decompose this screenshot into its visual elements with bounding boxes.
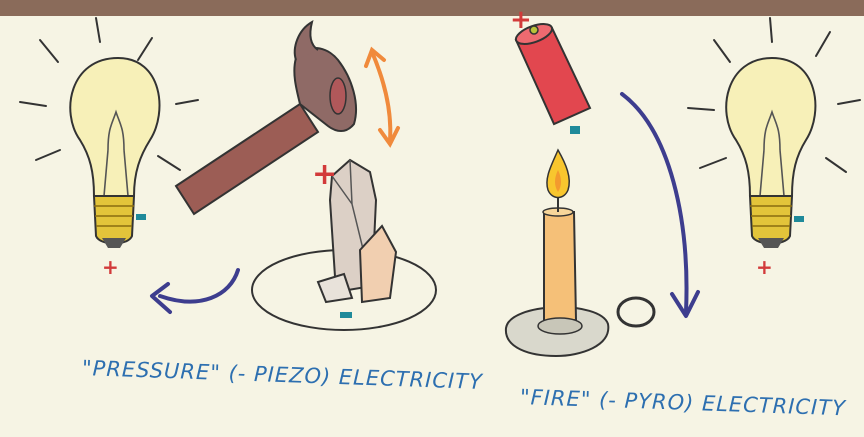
plus-sign: + bbox=[312, 157, 337, 192]
plus-sign: + bbox=[756, 255, 773, 279]
minus-sign bbox=[136, 214, 146, 220]
minus-sign bbox=[794, 216, 804, 222]
minus-sign bbox=[570, 126, 580, 134]
plus-sign: + bbox=[102, 255, 119, 279]
top-band bbox=[0, 0, 864, 16]
minus-sign bbox=[340, 312, 352, 318]
plus-sign: + bbox=[510, 5, 532, 35]
